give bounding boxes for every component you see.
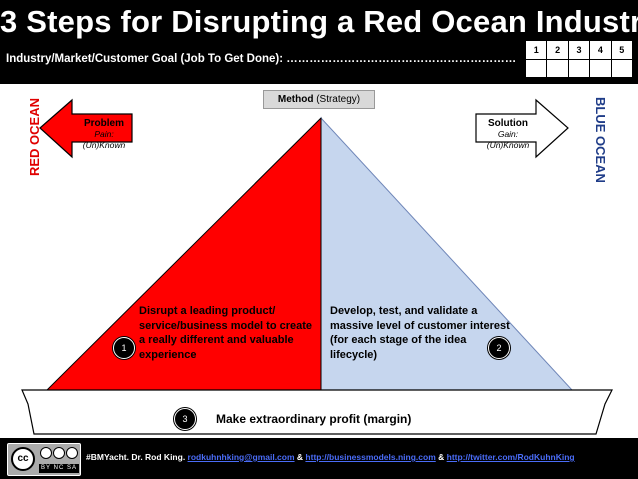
step-1-text: Disrupt a leading product/ service/busin… bbox=[139, 305, 313, 361]
solution-subtitle: Gain: (Un)Known bbox=[486, 129, 530, 150]
footer-bar: cc BY NC SA #BMYacht. Dr. Rod King. rodk… bbox=[0, 438, 638, 479]
cc-icon: cc bbox=[11, 447, 35, 471]
blue-ocean-label: BLUE OCEAN bbox=[593, 97, 608, 183]
twitter-link[interactable]: http://twitter.com/RodKuhnKing bbox=[446, 452, 575, 462]
cc-by-nc-sa-icon[interactable]: cc BY NC SA bbox=[7, 443, 81, 476]
step-3-number: 3 bbox=[174, 408, 196, 430]
license-tags: BY NC SA bbox=[39, 464, 79, 473]
problem-arrow-text: Problem Pain: (Un)Known bbox=[74, 118, 134, 151]
solution-title: Solution bbox=[488, 118, 528, 129]
by-icon bbox=[40, 447, 52, 459]
step-1-number: 1 bbox=[113, 337, 135, 359]
problem-title: Problem bbox=[83, 118, 124, 129]
rating-cell[interactable] bbox=[610, 58, 634, 78]
footer-prefix: #BMYacht. Dr. Rod King. bbox=[86, 452, 188, 462]
page-title: 3 Steps for Disrupting a Red Ocean Indus… bbox=[0, 4, 638, 39]
ning-link[interactable]: http://businessmodels.ning.com bbox=[305, 452, 436, 462]
email-link[interactable]: rodkuhnhking@gmail.com bbox=[187, 452, 295, 462]
header-bar: 3 Steps for Disrupting a Red Ocean Indus… bbox=[0, 0, 638, 84]
step-2-number: 2 bbox=[488, 337, 510, 359]
rating-grid: 1 2 3 4 5 bbox=[524, 40, 634, 78]
goal-subtitle: Industry/Market/Customer Goal (Job To Ge… bbox=[6, 53, 517, 65]
sa-icon bbox=[66, 447, 78, 459]
amp: & bbox=[435, 452, 447, 462]
step-3-text: Make extraordinary profit (margin) bbox=[216, 412, 412, 426]
nc-icon bbox=[53, 447, 65, 459]
step-2-text: Develop, test, and validate a massive le… bbox=[330, 305, 510, 361]
solution-arrow-text: Solution Gain: (Un)Known bbox=[476, 118, 540, 151]
solution-arrow bbox=[475, 98, 569, 159]
red-ocean-label: RED OCEAN bbox=[27, 98, 42, 177]
method-label: Method (Strategy) bbox=[263, 90, 375, 109]
amp: & bbox=[294, 452, 306, 462]
footer-credits: #BMYacht. Dr. Rod King. rodkuhnhking@gma… bbox=[86, 452, 575, 462]
boat-hull bbox=[21, 389, 613, 435]
problem-subtitle: Pain: (Un)Known bbox=[82, 129, 126, 150]
problem-arrow bbox=[39, 98, 133, 159]
